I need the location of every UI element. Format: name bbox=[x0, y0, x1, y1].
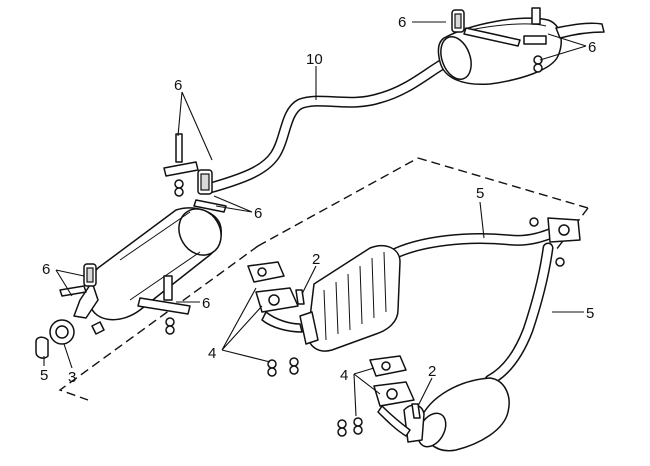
callout-4-lower: 4 bbox=[340, 367, 348, 384]
callout-6-front-left: 6 bbox=[42, 261, 50, 278]
leader-lines bbox=[43, 21, 587, 417]
intermediate-pipe bbox=[204, 54, 456, 194]
callout-6-mid-top: 6 bbox=[174, 77, 182, 94]
front-hanger-right bbox=[137, 275, 191, 335]
callout-5-upper: 5 bbox=[476, 185, 484, 202]
front-assembly-outline bbox=[58, 157, 589, 401]
rear-hanger-bolts bbox=[523, 7, 547, 73]
catalytic-converter-upper bbox=[299, 244, 401, 352]
front-hanger-left bbox=[59, 263, 97, 297]
front-pipe-lower bbox=[484, 242, 554, 386]
gasket-lower bbox=[369, 355, 415, 437]
middle-silencer bbox=[73, 207, 222, 321]
catalytic-converter-lower bbox=[403, 377, 510, 452]
callout-5-left: 5 bbox=[40, 367, 48, 384]
callout-6-front-right: 6 bbox=[202, 295, 210, 312]
callout-2-upper: 2 bbox=[312, 251, 320, 268]
rear-hanger-top bbox=[451, 9, 521, 47]
callout-6-rear-top: 6 bbox=[398, 14, 406, 31]
callout-10: 10 bbox=[306, 51, 323, 68]
callout-2-lower: 2 bbox=[428, 363, 436, 380]
callout-5-lower: 5 bbox=[586, 305, 594, 322]
front-pipe-upper bbox=[384, 224, 566, 262]
callout-6-mid-right: 6 bbox=[254, 205, 262, 222]
callout-3: 3 bbox=[68, 369, 76, 386]
studs-nuts bbox=[267, 289, 421, 437]
front-flange bbox=[529, 217, 581, 267]
gasket-upper bbox=[247, 261, 303, 333]
callout-6-rear-right: 6 bbox=[588, 39, 596, 56]
middle-hanger-top bbox=[163, 133, 227, 213]
flange-clamp bbox=[35, 319, 105, 359]
callout-4-upper: 4 bbox=[208, 345, 216, 362]
